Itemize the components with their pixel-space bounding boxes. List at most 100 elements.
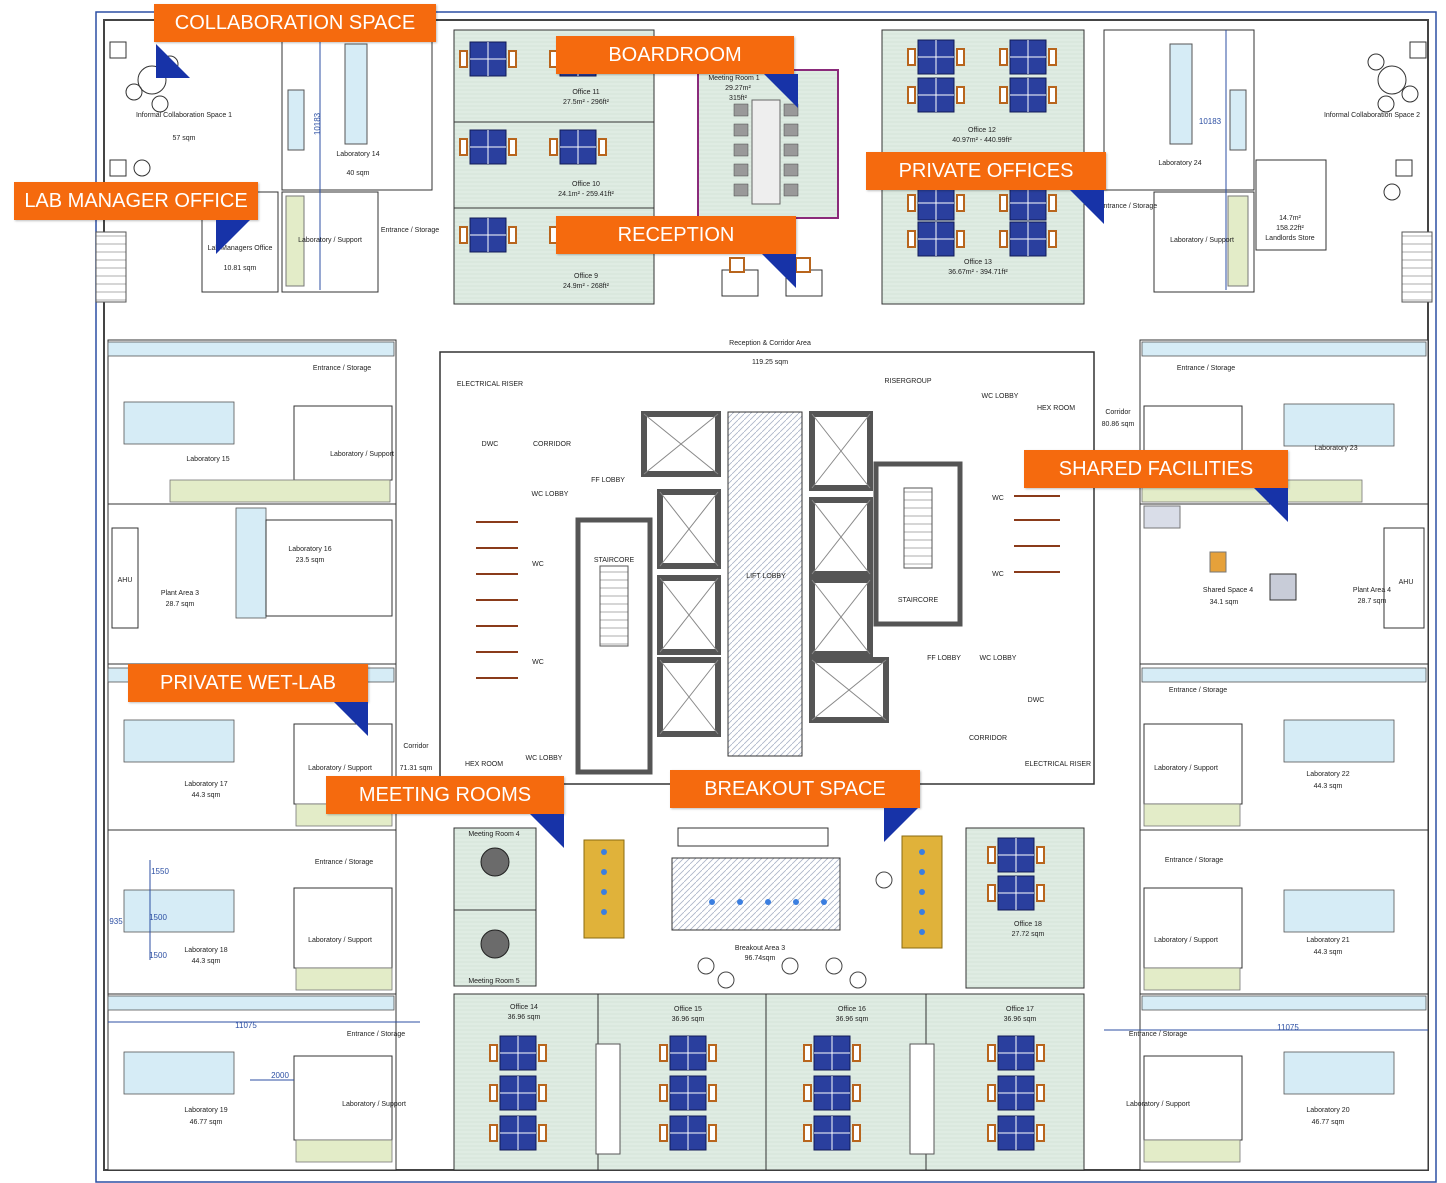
label-lab15: Laboratory 15 [186,456,229,463]
callout-meeting-rooms: MEETING ROOMS [326,776,564,814]
label-meeting-room-1: Meeting Room 1 [708,75,759,82]
label-lab17: Laboratory 17 [184,781,227,788]
callout-lab-manager-office: LAB MANAGER OFFICE [14,182,258,220]
label-entrance-storage-l3: Entrance / Storage [347,1031,405,1038]
label-office11-area: 27.5m² - 296ft² [563,99,610,106]
callout-breakout-space: BREAKOUT SPACE [670,770,920,808]
label-corridor-right-area: 80.86 sqm [1102,421,1135,428]
label-hex-room-top: HEX ROOM [1037,405,1075,412]
callout-collaboration-space: COLLABORATION SPACE [154,4,436,42]
label-ff-lobby-left: FF LOBBY [591,477,625,484]
label-landlords-ft: 158.22ft² [1276,225,1304,232]
label-entrance-storage-r1: Entrance / Storage [1177,365,1235,372]
dim-1550: 1550 [151,867,169,876]
label-lab22: Laboratory 22 [1306,771,1349,778]
label-ahu-left: AHU [118,577,133,584]
label-lab19: Laboratory 19 [184,1107,227,1114]
label-wc-left-1: WC [532,561,544,568]
label-breakout: Breakout Area 3 [735,945,785,952]
label-wc-left-2: WC [532,659,544,666]
label-informal-1: Informal Collaboration Space 1 [136,112,232,119]
staircore-right [873,461,963,627]
label-lift-lobby: LIFT LOBBY [746,573,786,580]
label-entrance-storage-r3: Entrance / Storage [1165,857,1223,864]
dim-1500-a: 1500 [149,913,167,922]
label-wc-lobby-bottom: WC LOBBY [526,755,563,762]
label-reception-area: 119.25 sqm [752,359,788,366]
label-plant-area-4: Plant Area 4 [1353,587,1391,594]
pointer-breakout [884,808,918,842]
label-meeting-room-1-ft: 315ft² [729,95,748,102]
callout-private-wet-lab: PRIVATE WET-LAB [128,664,368,702]
callout-boardroom: BOARDROOM [556,36,794,74]
label-lab23: Laboratory 23 [1314,445,1357,452]
boardroom-table [751,99,781,205]
label-lab16: Laboratory 16 [288,546,331,553]
dim-935: 935 [109,917,123,926]
label-wc-right-2: WC [992,571,1004,578]
label-riser-group: RISERGROUP [884,378,931,385]
label-staircore-right: STAIRCORE [898,597,939,604]
label-corridor-left-area: 71.31 sqm [400,765,433,772]
label-plant-area-4-area: 28.7 sqm [1358,598,1387,605]
pointer-boardroom [764,74,798,108]
label-ahu-right: AHU [1399,579,1414,586]
pointer-collaboration [156,44,190,78]
callout-reception: RECEPTION [556,216,796,254]
callout-shared-facilities: SHARED FACILITIES [1024,450,1288,488]
label-entrance-storage-l1: Entrance / Storage [313,365,371,372]
label-plant-area-3: Plant Area 3 [161,590,199,597]
label-wc-lobby-top: WC LOBBY [982,393,1019,400]
label-office13-area: 36.67m² - 394.71ft² [948,269,1008,276]
pointer-private-offices [1070,190,1104,224]
label-lab14: Laboratory 14 [336,151,379,158]
pointer-meeting-rooms [530,814,564,848]
landlords-store-room [1255,159,1327,251]
dim-1500-b: 1500 [149,951,167,960]
label-entrance-storage-r2: Entrance / Storage [1169,687,1227,694]
label-plant-area-3-area: 28.7 sqm [166,601,195,608]
label-entrance-storage-l2: Entrance / Storage [315,859,373,866]
staircore-left [575,517,653,775]
label-shared-space-area: 34.1 sqm [1210,599,1239,606]
label-office17-area: 36.96 sqm [1004,1016,1037,1023]
label-office17: Office 17 [1006,1006,1034,1013]
label-office15-area: 36.96 sqm [672,1016,705,1023]
label-office15: Office 15 [674,1006,702,1013]
label-meeting-room-5: Meeting Room 5 [468,978,519,985]
label-electrical-riser-top: ELECTRICAL RISER [457,381,523,388]
lift-lobby-floor [727,411,803,757]
label-lab14-area: 40 sqm [347,170,370,177]
label-office9: Office 9 [574,273,598,280]
label-hex-room-bottom: HEX ROOM [465,761,503,768]
label-office12-area: 40.97m² - 440.99ft² [952,137,1012,144]
label-lab-support-l1: Laboratory / Support [330,451,394,458]
label-office16: Office 16 [838,1006,866,1013]
label-lab-support-tl: Laboratory / Support [298,237,362,244]
callout-private-offices: PRIVATE OFFICES [866,152,1106,190]
label-wc-lobby-right: WC LOBBY [980,655,1017,662]
label-informal-1-area: 57 sqm [173,135,196,142]
label-office10-area: 24.1m² - 259.41ft² [558,191,614,198]
label-entrance-storage-tl: Entrance / Storage [381,227,439,234]
label-lab-support-r1: Laboratory / Support [1154,765,1218,772]
label-lab21: Laboratory 21 [1306,937,1349,944]
label-lab20-area: 46.77 sqm [1312,1119,1345,1126]
label-wc-right-1: WC [992,495,1004,502]
pointer-shared-facilities [1254,488,1288,522]
label-lab21-area: 44.3 sqm [1314,949,1343,956]
pointer-private-wet-lab [334,702,368,736]
label-informal-2: Informal Collaboration Space 2 [1324,112,1420,119]
label-office18: Office 18 [1014,921,1042,928]
label-office13: Office 13 [964,259,992,266]
label-corridor-core-right: CORRIDOR [969,735,1007,742]
label-lab18-area: 44.3 sqm [192,958,221,965]
label-office18-area: 27.72 sqm [1012,931,1045,938]
label-office12: Office 12 [968,127,996,134]
label-landlords-store: Landlords Store [1265,235,1315,242]
label-dwc-right: DWC [1028,697,1045,704]
label-corridor-left: Corridor [403,743,429,750]
label-office11: Office 11 [572,89,599,96]
label-meeting-room-1-area: 29.27m² [725,85,751,92]
